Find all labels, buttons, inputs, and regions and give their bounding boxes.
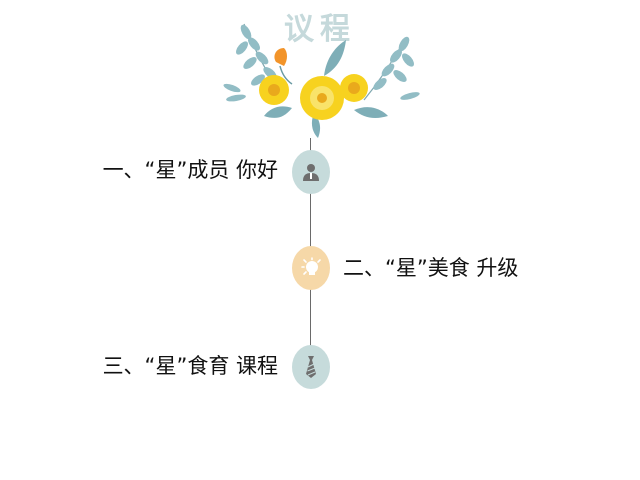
yellow-flowers [259, 74, 368, 120]
agenda-item-3-label: 三、“星”食育 课程 [102, 354, 278, 378]
agenda-item-1-label: 一、“星”成员 你好 [102, 158, 278, 182]
lightbulb-icon [301, 257, 321, 275]
agenda-item-2-label: 二、“星”美食 升级 [343, 256, 519, 280]
agenda-node-2 [292, 246, 330, 290]
person-icon [303, 164, 319, 181]
orange-bud [274, 48, 293, 85]
slide-title: 议程 [284, 12, 356, 47]
agenda-node-3 [292, 345, 330, 389]
agenda-node-1 [292, 150, 330, 194]
floral-wreath-decoration [223, 23, 420, 138]
tie-icon [306, 356, 316, 378]
right-leaf-branch [363, 36, 420, 101]
